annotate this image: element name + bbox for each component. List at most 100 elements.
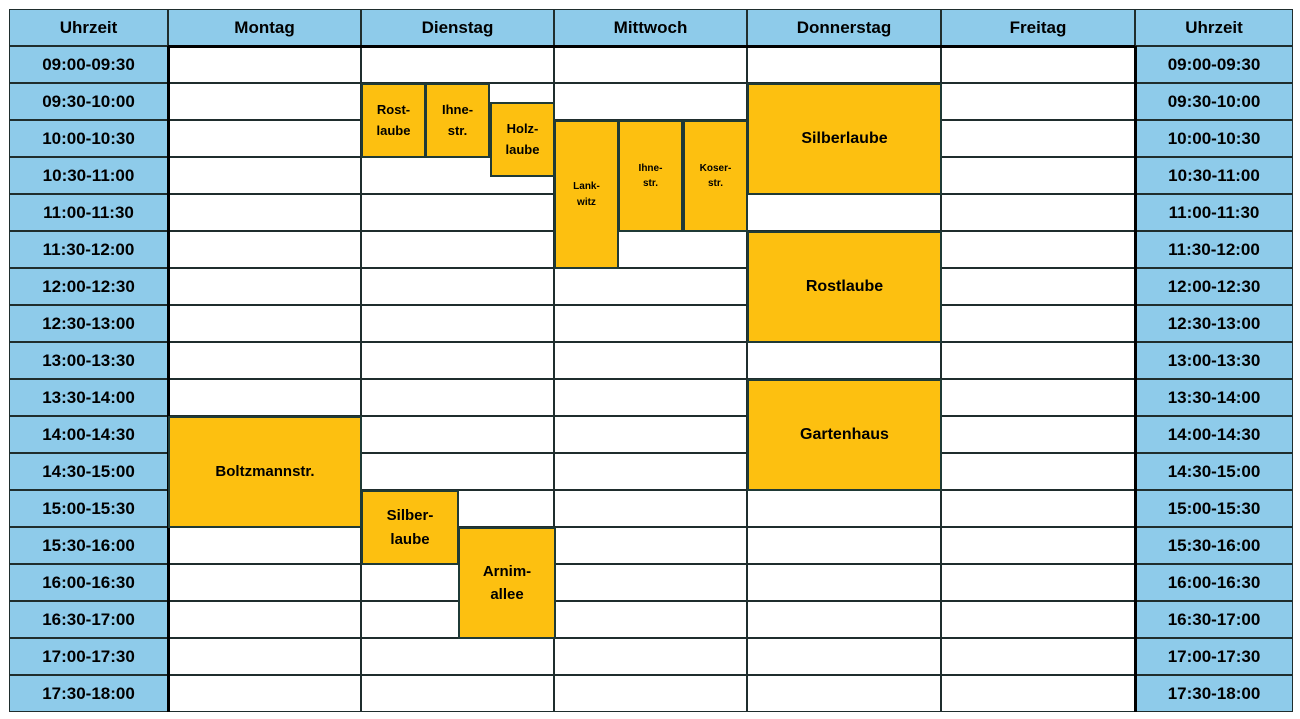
time-label-right: 17:00-17:30 xyxy=(1135,638,1293,675)
time-label-left: 17:00-17:30 xyxy=(9,638,168,675)
header-time-left: Uhrzeit xyxy=(9,9,168,46)
time-label-left: 13:00-13:30 xyxy=(9,342,168,379)
slot-cell xyxy=(941,564,1135,601)
slot-cell xyxy=(554,416,747,453)
slot-cell xyxy=(168,120,361,157)
header-day-dienstag: Dienstag xyxy=(361,9,554,46)
slot-cell xyxy=(941,416,1135,453)
slot-cell xyxy=(554,527,747,564)
slot-cell xyxy=(554,342,747,379)
time-label-left: 14:30-15:00 xyxy=(9,453,168,490)
slot-cell xyxy=(747,601,941,638)
slot-cell xyxy=(361,416,554,453)
time-label-right: 14:00-14:30 xyxy=(1135,416,1293,453)
slot-cell xyxy=(941,453,1135,490)
time-label-right: 15:30-16:00 xyxy=(1135,527,1293,564)
slot-cell xyxy=(168,231,361,268)
time-label-left: 10:00-10:30 xyxy=(9,120,168,157)
slot-cell xyxy=(941,120,1135,157)
slot-cell xyxy=(941,379,1135,416)
time-label-left: 16:00-16:30 xyxy=(9,564,168,601)
time-label-left: 11:00-11:30 xyxy=(9,194,168,231)
slot-cell xyxy=(168,527,361,564)
slot-cell xyxy=(554,268,747,305)
event-gartenhaus: Gartenhaus xyxy=(747,379,942,491)
slot-cell xyxy=(361,305,554,342)
slot-cell xyxy=(554,379,747,416)
event-rostlaube: Rostlaube xyxy=(747,231,942,343)
event-lank-witz: Lank- witz xyxy=(554,120,619,269)
right-frame-line xyxy=(1134,46,1137,712)
time-label-right: 10:00-10:30 xyxy=(1135,120,1293,157)
slot-cell xyxy=(941,268,1135,305)
slot-cell xyxy=(941,46,1135,83)
event-ihne-str: Ihne- str. xyxy=(425,83,490,158)
time-label-left: 11:30-12:00 xyxy=(9,231,168,268)
time-label-left: 17:30-18:00 xyxy=(9,675,168,712)
slot-cell xyxy=(168,46,361,83)
slot-cell xyxy=(361,342,554,379)
time-label-right: 12:30-13:00 xyxy=(1135,305,1293,342)
slot-cell xyxy=(554,601,747,638)
slot-cell xyxy=(361,231,554,268)
slot-cell xyxy=(941,638,1135,675)
slot-cell xyxy=(747,490,941,527)
slot-cell xyxy=(554,490,747,527)
slot-cell xyxy=(747,638,941,675)
slot-cell xyxy=(168,379,361,416)
slot-cell xyxy=(554,638,747,675)
header-day-freitag: Freitag xyxy=(941,9,1135,46)
slot-cell xyxy=(168,342,361,379)
slot-cell xyxy=(361,638,554,675)
time-label-left: 09:30-10:00 xyxy=(9,83,168,120)
slot-cell xyxy=(554,46,747,83)
slot-cell xyxy=(361,379,554,416)
slot-cell xyxy=(554,675,747,712)
slot-cell xyxy=(361,194,554,231)
time-label-right: 09:00-09:30 xyxy=(1135,46,1293,83)
time-label-left: 14:00-14:30 xyxy=(9,416,168,453)
time-label-left: 16:30-17:00 xyxy=(9,601,168,638)
event-silber-laube: Silber- laube xyxy=(361,490,459,565)
event-boltzmannstr: Boltzmannstr. xyxy=(168,416,362,528)
slot-cell xyxy=(168,194,361,231)
time-label-left: 15:30-16:00 xyxy=(9,527,168,564)
time-label-left: 10:30-11:00 xyxy=(9,157,168,194)
time-label-right: 13:30-14:00 xyxy=(1135,379,1293,416)
slot-cell xyxy=(941,83,1135,120)
slot-cell xyxy=(941,157,1135,194)
slot-cell xyxy=(747,46,941,83)
slot-cell xyxy=(747,194,941,231)
header-day-donnerstag: Donnerstag xyxy=(747,9,941,46)
slot-cell xyxy=(168,83,361,120)
slot-cell xyxy=(747,675,941,712)
slot-cell xyxy=(168,157,361,194)
slot-cell xyxy=(554,453,747,490)
event-koser-str: Koser- str. xyxy=(683,120,748,232)
slot-cell xyxy=(168,305,361,342)
slot-cell xyxy=(554,83,747,120)
time-label-right: 16:30-17:00 xyxy=(1135,601,1293,638)
slot-cell xyxy=(941,601,1135,638)
time-label-left: 12:30-13:00 xyxy=(9,305,168,342)
event-ihne-str: Ihne- str. xyxy=(618,120,683,232)
time-label-right: 11:30-12:00 xyxy=(1135,231,1293,268)
header-day-montag: Montag xyxy=(168,9,361,46)
event-holz-laube: Holz- laube xyxy=(490,102,555,177)
slot-cell xyxy=(747,342,941,379)
event-arnim-allee: Arnim- allee xyxy=(458,527,556,639)
slot-cell xyxy=(168,638,361,675)
slot-cell xyxy=(747,527,941,564)
slot-cell xyxy=(361,268,554,305)
slot-cell xyxy=(168,268,361,305)
header-bottom-line xyxy=(168,45,1135,48)
slot-cell xyxy=(941,305,1135,342)
time-label-right: 17:30-18:00 xyxy=(1135,675,1293,712)
time-label-right: 14:30-15:00 xyxy=(1135,453,1293,490)
time-label-right: 11:00-11:30 xyxy=(1135,194,1293,231)
slot-cell xyxy=(168,564,361,601)
slot-cell xyxy=(361,453,554,490)
slot-cell xyxy=(941,675,1135,712)
slot-cell xyxy=(941,194,1135,231)
slot-cell xyxy=(941,527,1135,564)
